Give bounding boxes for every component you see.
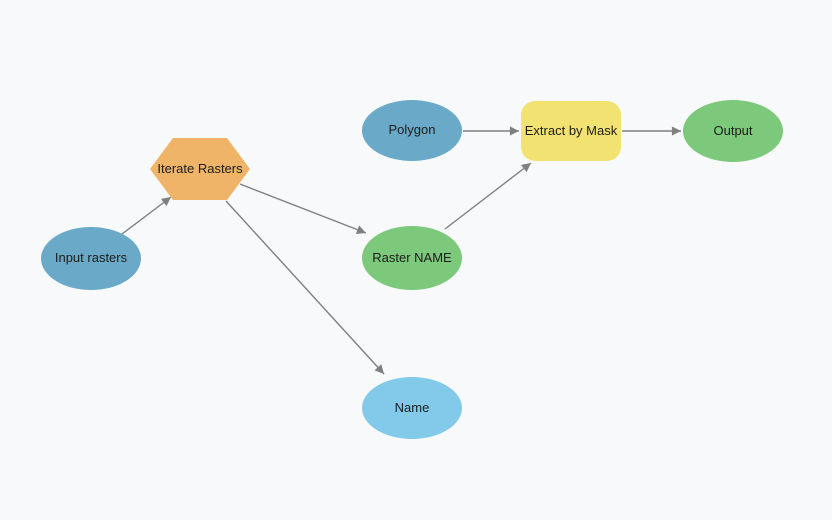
node-name[interactable]: Name: [362, 377, 462, 439]
node-output[interactable]: Output: [683, 100, 783, 162]
node-polygon-label: Polygon: [388, 122, 436, 138]
node-output-label: Output: [713, 122, 753, 138]
node-name-label: Name: [394, 399, 430, 415]
edge-raster-name-to-extract-by-mask: [444, 162, 532, 230]
node-extract-by-mask[interactable]: Extract by Mask: [521, 101, 621, 161]
node-iterate-rasters-label: Iterate Rasters: [157, 160, 243, 176]
node-input-rasters[interactable]: Input rasters: [41, 227, 141, 290]
edge-iterate-rasters-to-name: [225, 200, 385, 375]
edge-input-rasters-to-iterate-rasters: [121, 196, 172, 235]
node-raster-name-label: Raster NAME: [372, 249, 452, 265]
node-polygon[interactable]: Polygon: [362, 100, 462, 161]
node-input-rasters-label: Input rasters: [54, 250, 128, 266]
edge-iterate-rasters-to-raster-name: [239, 183, 367, 234]
node-iterate-rasters[interactable]: Iterate Rasters: [150, 138, 250, 200]
node-extract-by-mask-label: Extract by Mask: [524, 122, 618, 138]
node-raster-name[interactable]: Raster NAME: [362, 226, 462, 290]
